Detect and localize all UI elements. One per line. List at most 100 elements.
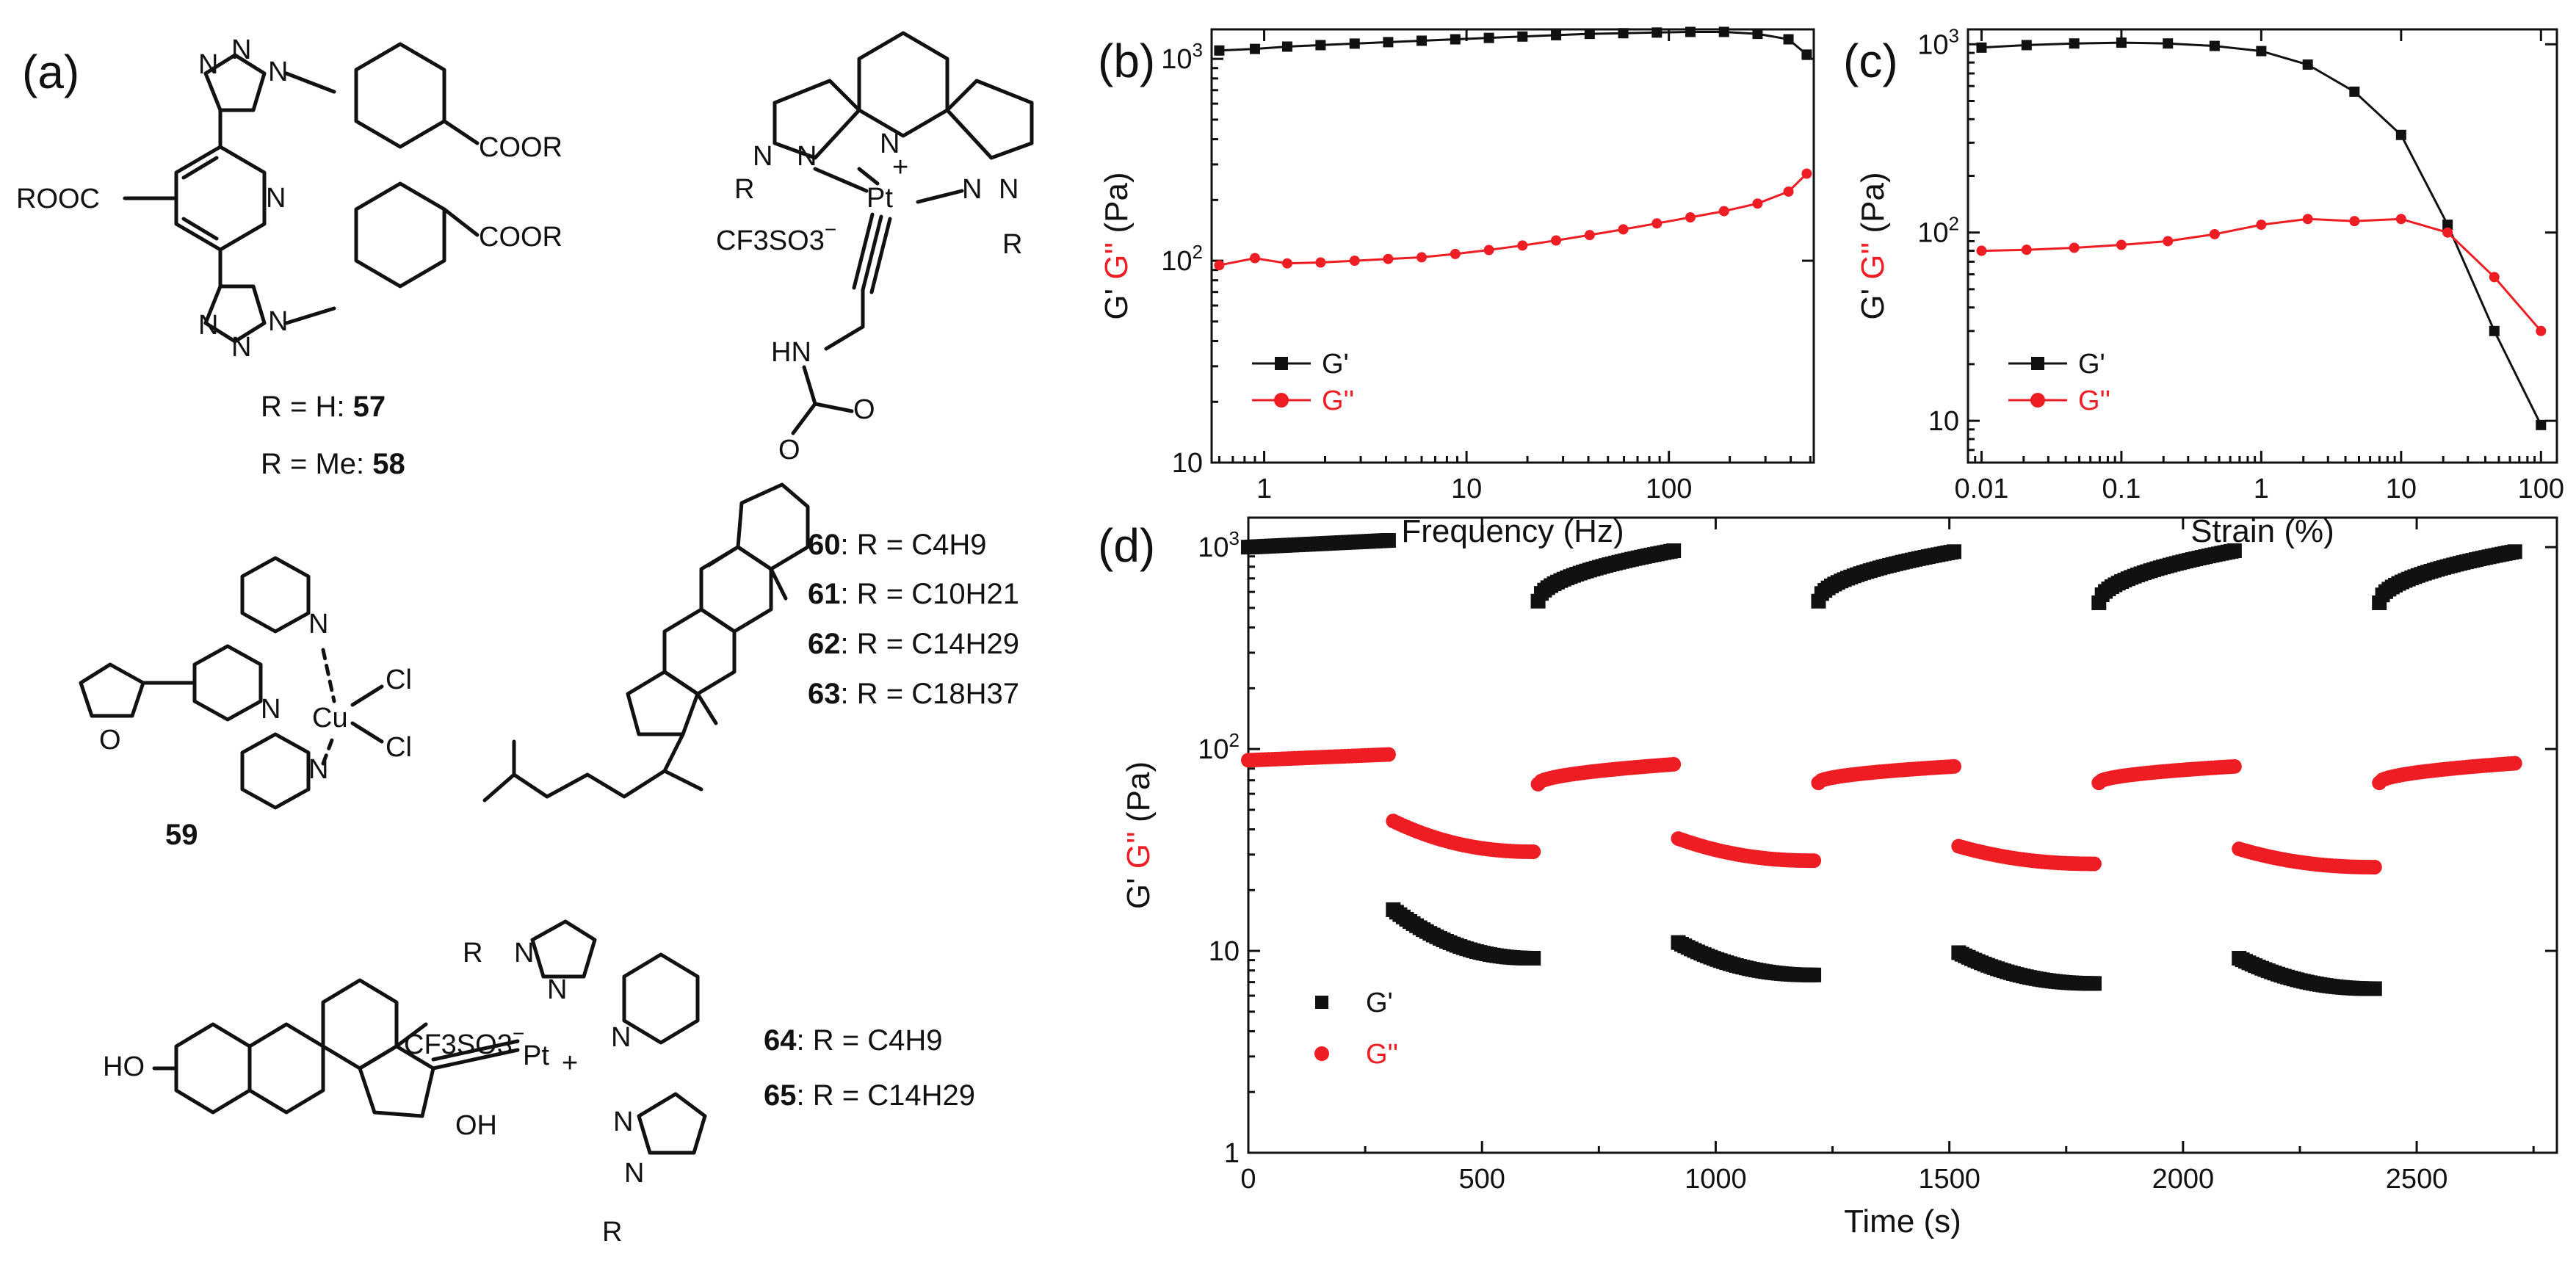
y-tick-label: 10	[1928, 406, 1959, 437]
data-point	[1551, 29, 1562, 40]
data-point	[1349, 38, 1360, 49]
legend-entry: G'	[1252, 349, 1349, 380]
triple-bond	[869, 217, 892, 294]
data-point	[1651, 218, 1663, 229]
data-point	[2069, 242, 2080, 253]
atom-R: R	[463, 938, 482, 968]
data-point	[2116, 239, 2127, 250]
y-tick-label: 102	[1917, 213, 1959, 249]
y-axis-label: G' G'' (Pa)	[1855, 172, 1891, 319]
data-point	[1383, 37, 1394, 48]
x-tick-label: 10	[2386, 474, 2417, 504]
x-tick-label: 2000	[2152, 1164, 2215, 1195]
bond	[824, 325, 865, 351]
atom-N: N	[999, 174, 1019, 205]
data-point	[1214, 45, 1225, 56]
panel-label-b: (b)	[1098, 35, 1155, 87]
x-tick-label: 0.1	[2102, 474, 2141, 504]
legend-label: G''	[1322, 385, 1354, 416]
atom-N: N	[268, 306, 288, 337]
pyrazole-top	[530, 919, 597, 979]
series-line	[1981, 41, 2542, 426]
data-point	[2302, 59, 2313, 70]
atom-N: N	[624, 1158, 644, 1189]
atom-HO: HO	[103, 1051, 145, 1082]
label-59: 59	[165, 819, 198, 851]
atom-R: R	[602, 1217, 622, 1247]
atom-Cl: Cl	[386, 732, 412, 763]
plot-frame	[1210, 28, 1815, 464]
data-point	[2086, 976, 2102, 991]
caption-64: 64: R = C4H9	[764, 1024, 942, 1057]
data-point	[1783, 34, 1794, 45]
data-point	[1281, 258, 1292, 269]
series-line	[1219, 31, 1808, 56]
data-point	[1651, 27, 1663, 38]
y-tick-label: 1	[1224, 1138, 1240, 1169]
pyridine-top	[240, 556, 311, 634]
data-point	[2116, 37, 2127, 48]
x-tick-label: 500	[1459, 1164, 1505, 1195]
atom-N: N	[231, 332, 251, 363]
data-point	[1801, 49, 1812, 60]
benzene-upper	[354, 42, 446, 149]
atom-HN: HN	[771, 337, 811, 368]
charge-plus: +	[892, 152, 908, 183]
y-tick-label: 102	[1161, 241, 1203, 277]
y-axis-label: G' G'' (Pa)	[1099, 172, 1135, 319]
data-point	[2021, 40, 2032, 51]
data-point	[1806, 853, 1822, 869]
legend-entry: G''	[1252, 385, 1354, 416]
y-tick-label: 102	[1198, 729, 1240, 765]
data-point	[2442, 220, 2453, 231]
legend-label: G''	[2078, 385, 2110, 416]
data-point	[1381, 532, 1396, 548]
data-point	[1551, 235, 1562, 246]
atom-N: N	[753, 141, 773, 172]
plot-frame	[1247, 516, 2558, 1154]
atom-N: N	[613, 1107, 633, 1137]
data-point	[1947, 544, 1962, 559]
data-point	[1666, 543, 1682, 559]
legend-entry: G''	[1314, 1039, 1398, 1070]
x-tick-label: 10	[1451, 474, 1482, 504]
legend-label: G'	[1322, 349, 1349, 380]
series-g-double-prime	[1214, 168, 1812, 271]
series-g-prime	[1214, 26, 1812, 60]
data-point	[2367, 859, 2382, 874]
legend-label: G''	[1366, 1039, 1398, 1070]
legend-marker	[1274, 393, 1289, 408]
steroid-ring-b	[699, 545, 773, 634]
legend-marker	[1315, 996, 1328, 1009]
pyridine-bottom	[240, 732, 311, 810]
legend-entry: G''	[2008, 385, 2110, 416]
data-point	[2226, 758, 2242, 774]
atom-N: N	[797, 141, 817, 172]
x-tick-label: 1	[1256, 474, 1272, 504]
data-point	[1801, 168, 1812, 179]
bond	[813, 167, 869, 193]
estradiol-ring-c	[321, 978, 399, 1071]
atom-N: N	[198, 49, 218, 80]
bond	[442, 207, 480, 237]
data-point	[2367, 981, 2382, 996]
data-point	[2349, 216, 2360, 227]
series-g-double-prime	[1976, 214, 2547, 336]
double-bond	[181, 217, 219, 241]
data-point	[1349, 256, 1360, 267]
caption-61: 61: R = C10H21	[808, 578, 1019, 610]
data-point	[2086, 856, 2102, 872]
data-point	[1383, 253, 1394, 264]
bond	[857, 167, 880, 186]
data-point	[1483, 245, 1494, 256]
data-point	[2395, 214, 2406, 225]
atom-N: N	[308, 609, 328, 640]
data-point	[2536, 419, 2547, 430]
data-point	[1416, 252, 1427, 263]
bond	[350, 684, 384, 707]
data-point	[1584, 230, 1595, 241]
data-point	[2209, 40, 2220, 51]
